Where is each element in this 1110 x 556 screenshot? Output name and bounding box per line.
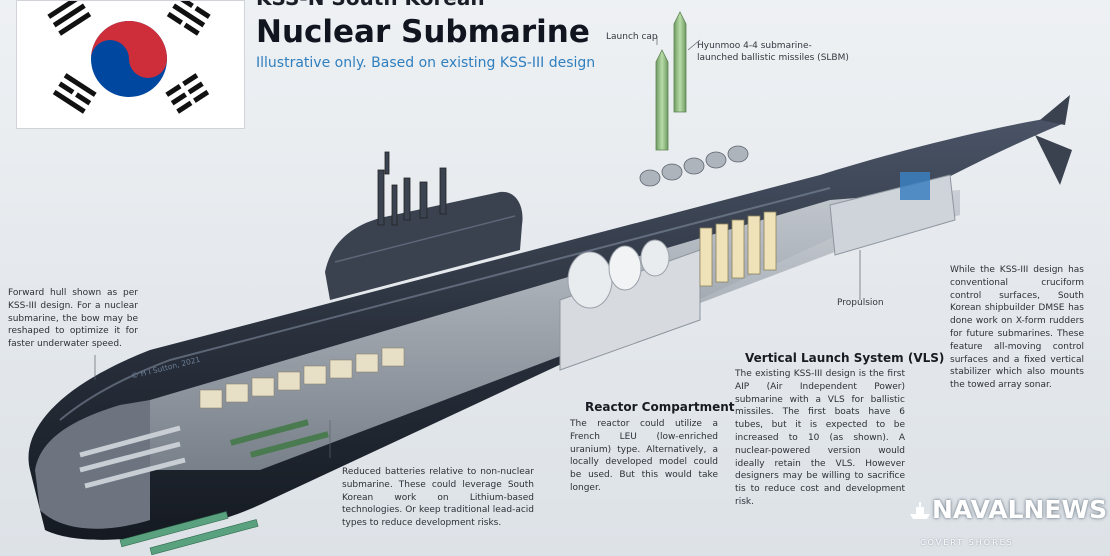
sail <box>325 191 523 300</box>
title-top: KSS-N South Korean <box>256 0 485 8</box>
naval-news-ship-logo-icon <box>910 502 930 519</box>
propulsion-section <box>829 172 956 256</box>
vls-body: The existing KSS-III design is the first… <box>735 369 905 507</box>
vls-tubes <box>699 211 777 287</box>
reactor-body: The reactor could utilize a French LEU (… <box>570 419 718 493</box>
forward-hull-note: Forward hull shown as per KSS-III design… <box>8 288 138 350</box>
launch-cap-label: Launch cap <box>606 32 658 42</box>
page-title: Nuclear Submarine <box>256 14 590 50</box>
slbm-label-line1: Hyunmoo 4-4 submarine- <box>697 41 812 51</box>
vls-heading: Vertical Launch System (VLS) <box>745 351 945 365</box>
covert-shores-brand: COVERT SHORES <box>920 538 1014 547</box>
reactor-heading: Reactor Compartment <box>585 400 735 414</box>
reactor-compartment <box>559 239 701 371</box>
south-korea-flag <box>16 0 245 129</box>
korea-flag-icon <box>47 0 211 114</box>
launch-caps <box>639 145 749 187</box>
propulsion-label: Propulsion <box>837 298 884 308</box>
page-subtitle: Illustrative only. Based on existing KSS… <box>256 55 596 71</box>
naval-news-brand: NAVALNEWS <box>932 495 1108 524</box>
slbm-label-line2: launched ballistic missiles (SLBM) <box>697 53 849 63</box>
rudders-note: While the KSS-III design has conventiona… <box>950 265 1084 391</box>
batteries-note: Reduced batteries relative to non-nuclea… <box>342 467 534 529</box>
slbm-missile-icon <box>655 11 687 151</box>
